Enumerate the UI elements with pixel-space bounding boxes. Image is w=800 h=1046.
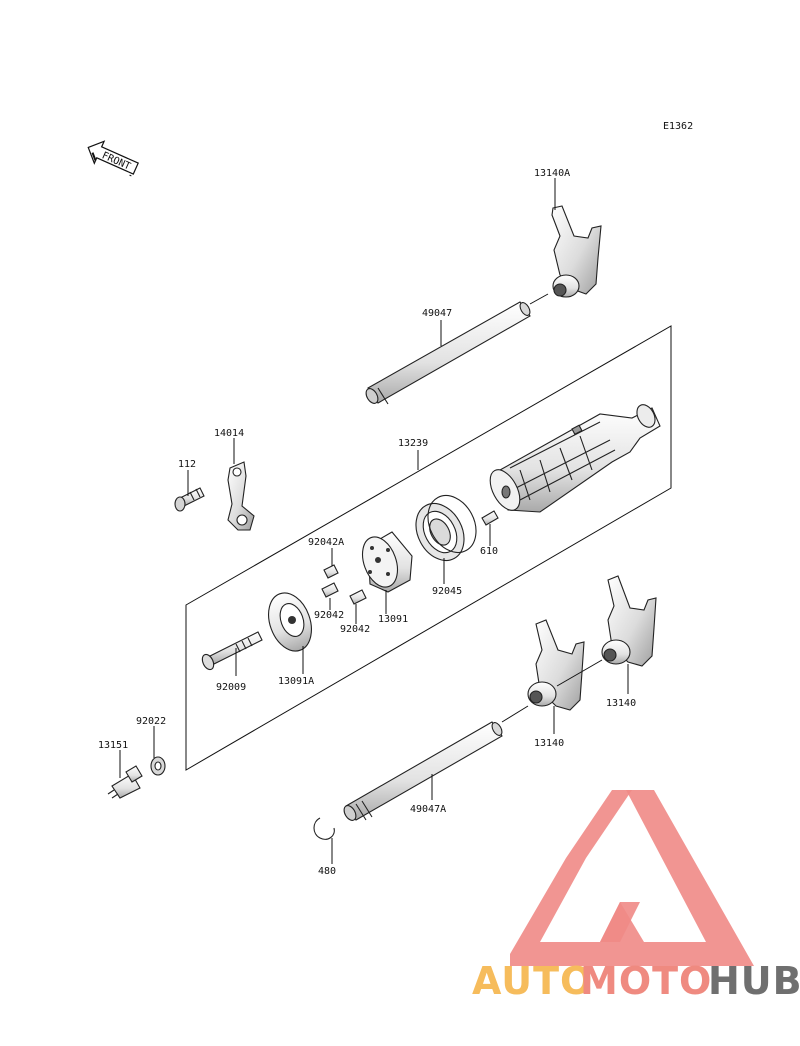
leader-13140A-rod	[529, 293, 549, 305]
shift-fork-13140-left	[527, 619, 585, 711]
label-92042-upper: 92042	[314, 610, 344, 621]
pin-92042-upper	[321, 582, 339, 598]
label-480: 480	[318, 866, 336, 877]
label-92042-lower: 92042	[340, 624, 370, 635]
label-49047: 49047	[422, 308, 452, 319]
shift-rod-49047A	[343, 721, 503, 821]
label-13091: 13091	[378, 614, 408, 625]
bolt-92009	[201, 631, 263, 671]
label-92022: 92022	[136, 716, 166, 727]
front-arrow-icon: FRONT	[87, 140, 139, 177]
label-13140-right: 13140	[606, 698, 636, 709]
shift-fork-13140A	[551, 205, 602, 298]
shift-drum-13239	[489, 404, 661, 513]
drum-assembly-outline	[185, 325, 672, 771]
label-14014: 14014	[214, 428, 244, 439]
pin-92042-lower	[349, 589, 367, 605]
label-13091A: 13091A	[278, 676, 314, 687]
stopper-lever-14014	[227, 461, 255, 531]
label-610: 610	[480, 546, 498, 557]
pin-92042A	[323, 564, 339, 579]
shift-fork-13140-right	[601, 575, 657, 667]
label-112: 112	[178, 459, 196, 470]
label-92045: 92045	[432, 586, 462, 597]
shift-rod-49047	[365, 301, 531, 405]
bearing-92045	[415, 495, 477, 561]
watermark-moto: MOTO	[580, 959, 712, 1003]
leader-lines	[119, 178, 629, 864]
washer-92022	[150, 756, 166, 776]
label-92009: 92009	[216, 682, 246, 693]
label-13151: 13151	[98, 740, 128, 751]
triangle-logo-icon	[510, 790, 754, 966]
neutral-switch-13151	[107, 765, 143, 799]
leader-rod-fork	[501, 705, 529, 723]
watermark-auto: AUTO	[472, 959, 593, 1003]
diagram-code: E1362	[663, 121, 693, 132]
label-92042A: 92042A	[308, 537, 344, 548]
cam-plate-13091A	[268, 592, 312, 652]
bolt-112	[174, 487, 205, 512]
leader-fork-link	[556, 659, 603, 687]
circlip-480	[313, 817, 335, 840]
pin-610	[481, 510, 499, 526]
label-13140-left: 13140	[534, 738, 564, 749]
watermark-logo: AUTO MOTO HUB	[472, 790, 800, 1003]
label-49047A: 49047A	[410, 804, 446, 815]
label-13140A: 13140A	[534, 168, 570, 179]
label-13239: 13239	[398, 438, 428, 449]
drum-cam-13091	[361, 531, 413, 593]
watermark-hub: HUB	[708, 959, 800, 1003]
